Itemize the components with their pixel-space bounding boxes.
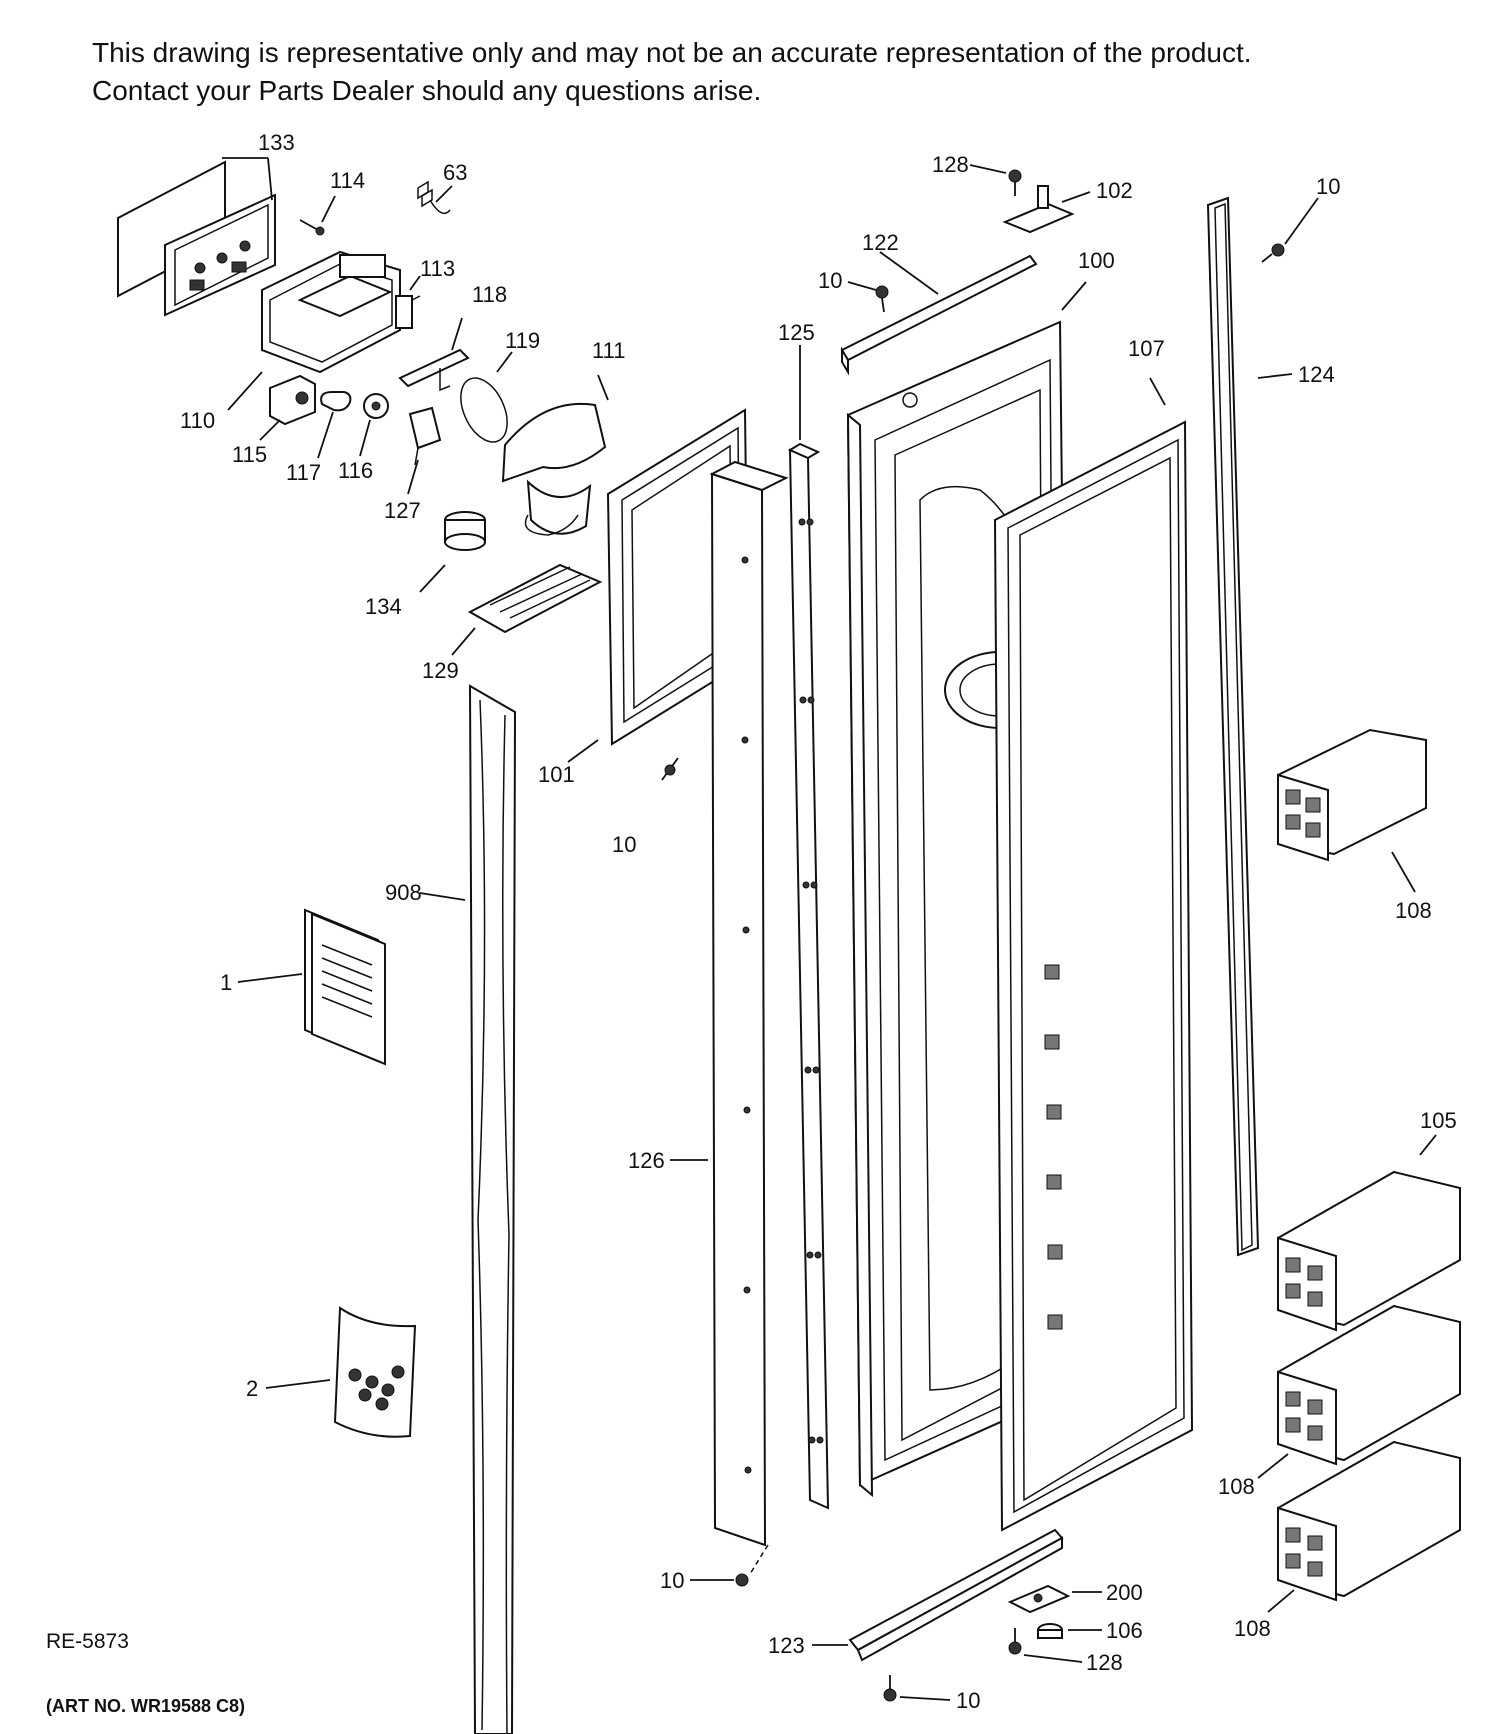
callout-908: 908 [385, 880, 422, 905]
callout-200: 200 [1106, 1580, 1143, 1605]
part-125-strip [787, 345, 830, 1510]
callout-2: 2 [246, 1376, 258, 1401]
part-110-housing [227, 250, 401, 411]
part-118-rod [398, 317, 470, 392]
part-108-bin-top [1277, 728, 1427, 893]
diagram-code: RE-5873 [46, 1630, 129, 1653]
callout-133: 133 [258, 130, 295, 155]
callout-10-bottom: 10 [956, 1688, 980, 1713]
part-10-screw-bottom [883, 1675, 951, 1702]
callout-114: 114 [330, 168, 365, 193]
callout-108-mid: 108 [1218, 1474, 1255, 1499]
part-133-dispenser-board [117, 157, 276, 317]
part-10-screw-left [661, 757, 679, 781]
callout-108-bot: 108 [1234, 1616, 1271, 1641]
callout-122: 122 [862, 230, 899, 255]
part-102-top-hinge [1002, 185, 1091, 234]
part-108-bin-middle [1257, 1304, 1461, 1479]
part-123-bottom-trim [812, 1528, 1064, 1662]
art-number: (ART NO. WR19588 C8) [46, 1696, 245, 1716]
disclaimer: This drawing is representative only and … [92, 34, 1252, 110]
part-116-gear [359, 393, 389, 457]
callout-1: 1 [220, 970, 232, 995]
callout-108-top: 108 [1395, 898, 1432, 923]
callout-110: 110 [180, 408, 215, 433]
part-107-door-gasket [993, 377, 1194, 1532]
callout-10-top: 10 [818, 268, 842, 293]
part-128-screw-top [969, 164, 1022, 196]
part-111-funnel [501, 374, 609, 536]
part-114-screw [299, 195, 336, 236]
part-134-cup [419, 511, 486, 593]
part-108-bin-bottom [1267, 1440, 1461, 1613]
part-124-side-trim [1206, 196, 1293, 1257]
callout-118: 118 [472, 282, 507, 307]
callout-125: 125 [778, 320, 815, 345]
part-10-screw-right [1261, 197, 1319, 263]
callout-105: 105 [1420, 1108, 1457, 1133]
callout-128-top: 128 [932, 152, 969, 177]
disclaimer-line-2: Contact your Parts Dealer should any que… [92, 75, 762, 106]
callout-113: 113 [420, 256, 455, 281]
part-908-gasket [419, 684, 517, 1734]
part-122-top-trim [840, 251, 1038, 376]
part-106-bushing [1037, 1623, 1102, 1639]
callout-10-left: 10 [612, 832, 636, 857]
callout-111: 111 [592, 338, 625, 363]
callout-63: 63 [443, 160, 467, 185]
part-10-screw-top [847, 281, 889, 313]
callout-134: 134 [365, 594, 402, 619]
part-119-o-ring [460, 351, 513, 443]
part-117-cam [317, 391, 352, 459]
callout-116: 116 [338, 458, 373, 483]
callout-129: 129 [422, 658, 459, 683]
part-10-screw-bottom-left [690, 1544, 769, 1587]
callout-128-bottom: 128 [1086, 1650, 1123, 1675]
callout-126: 126 [628, 1148, 665, 1173]
part-63-spring [417, 180, 453, 215]
callout-100: 100 [1078, 248, 1115, 273]
part-115-solenoid [259, 374, 316, 441]
part-105-bin [1277, 1134, 1461, 1332]
callout-124: 124 [1298, 362, 1335, 387]
part-2-hardware-bag [265, 1306, 417, 1438]
part-127-actuator [407, 406, 442, 495]
callout-107: 107 [1128, 336, 1165, 361]
disclaimer-line-1: This drawing is representative only and … [92, 37, 1252, 68]
callout-106: 106 [1106, 1618, 1143, 1643]
callout-10-right: 10 [1316, 174, 1340, 199]
callout-102: 102 [1096, 178, 1133, 203]
part-128-screw-bottom [1008, 1628, 1083, 1663]
part-113-switch [395, 275, 421, 329]
part-200-bottom-hinge [1007, 1584, 1102, 1614]
callout-101: 101 [538, 762, 575, 787]
callout-117: 117 [286, 460, 321, 485]
part-1-manual [237, 908, 386, 1066]
callout-115: 115 [232, 442, 267, 467]
callout-10-bottom-left: 10 [660, 1568, 684, 1593]
part-126-trim-strip [670, 460, 789, 1547]
part-129-drip-grille [451, 563, 603, 656]
callout-127: 127 [384, 498, 421, 523]
callout-123: 123 [768, 1633, 805, 1658]
callout-119: 119 [505, 328, 540, 353]
